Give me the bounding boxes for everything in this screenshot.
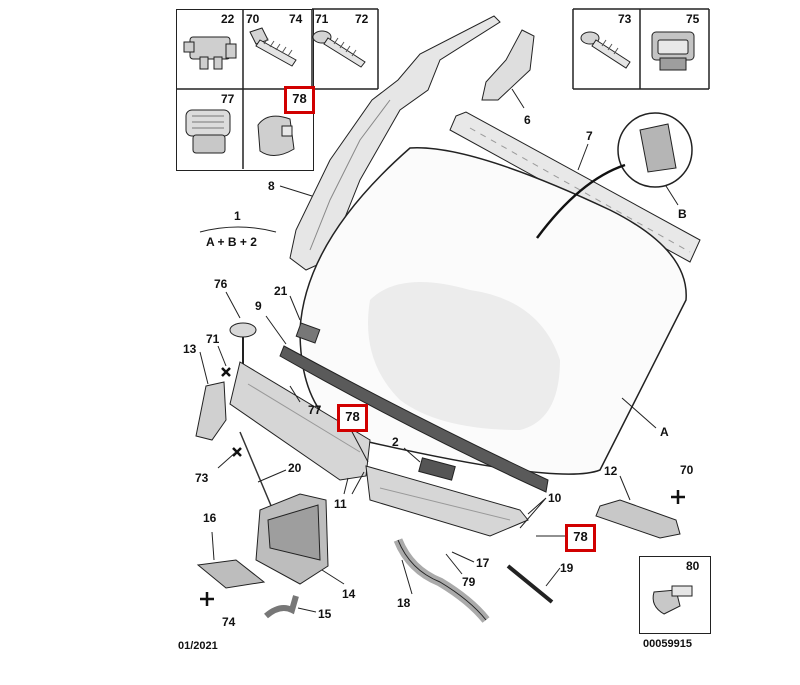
callout-17: 17 bbox=[476, 556, 490, 570]
callout-80: 80 bbox=[686, 559, 700, 573]
callout-76: 76 bbox=[214, 277, 228, 291]
pad-21 bbox=[295, 322, 321, 344]
callout-70b: 70 bbox=[680, 463, 694, 477]
footer-reference: 00059915 bbox=[643, 638, 692, 650]
callout-78a-highlight: 78 bbox=[284, 86, 315, 114]
callout-22: 22 bbox=[221, 12, 235, 26]
cap-76 bbox=[229, 322, 257, 370]
callout-2: 2 bbox=[392, 435, 399, 449]
clip-22-icon bbox=[183, 36, 237, 70]
seal-strip-9 bbox=[279, 345, 549, 493]
callout-A: A bbox=[660, 425, 669, 439]
callout-11: 11 bbox=[334, 497, 347, 511]
bracket-6 bbox=[481, 29, 535, 101]
callout-19: 19 bbox=[560, 561, 574, 575]
callout-B: B bbox=[678, 207, 687, 221]
callout-13: 13 bbox=[183, 342, 197, 356]
screw-73-icon bbox=[580, 31, 631, 69]
callout-78c-highlight: 78 bbox=[565, 524, 596, 552]
cowl-panel-right-10 bbox=[365, 465, 529, 537]
housing-14 bbox=[255, 493, 329, 585]
side-piece-13 bbox=[195, 381, 227, 441]
windshield-A bbox=[299, 147, 687, 475]
callout-12: 12 bbox=[604, 464, 618, 478]
callout-74a: 74 bbox=[289, 12, 303, 26]
callout-7: 7 bbox=[586, 129, 593, 143]
callout-71a: 71 bbox=[315, 12, 329, 26]
callout-10: 10 bbox=[548, 491, 562, 505]
callout-21: 21 bbox=[274, 284, 288, 298]
callout-75: 75 bbox=[686, 12, 700, 26]
callout-18: 18 bbox=[397, 596, 411, 610]
pillar-trim-8 bbox=[289, 15, 501, 271]
roof-strip-7 bbox=[449, 111, 701, 263]
callout-79: 79 bbox=[462, 575, 476, 589]
callout-73a: 73 bbox=[618, 12, 632, 26]
callout-6: 6 bbox=[524, 113, 531, 127]
clip-75-icon bbox=[651, 31, 695, 71]
bracket-2 bbox=[418, 457, 456, 481]
clip-80-icon bbox=[652, 585, 693, 615]
callout-77b: 77 bbox=[308, 403, 322, 417]
screw-74-icon bbox=[249, 27, 297, 67]
callout-1: 1 bbox=[234, 209, 241, 223]
callout-8: 8 bbox=[268, 179, 275, 193]
clip-77-icon bbox=[185, 109, 231, 154]
callout-20: 20 bbox=[288, 461, 302, 475]
hose-15 bbox=[264, 595, 299, 619]
callout-74b: 74 bbox=[222, 615, 236, 629]
leader-lines bbox=[199, 88, 679, 613]
detail-B bbox=[535, 112, 693, 239]
cap-78-icon bbox=[257, 115, 295, 156]
screw-72-icon bbox=[312, 30, 366, 68]
callout-71b: 71 bbox=[206, 332, 220, 346]
callout-72: 72 bbox=[355, 12, 369, 26]
rod-20 bbox=[239, 431, 273, 509]
callout-A-B-2: A + B + 2 bbox=[206, 235, 257, 249]
callout-16: 16 bbox=[203, 511, 217, 525]
cross-markers bbox=[200, 367, 685, 606]
callout-70a: 70 bbox=[246, 12, 260, 26]
callout-78b-highlight: 78 bbox=[337, 404, 368, 432]
strip-19 bbox=[506, 564, 554, 604]
callout-73b: 73 bbox=[195, 471, 209, 485]
callout-14: 14 bbox=[342, 587, 356, 601]
bracket-12 bbox=[595, 499, 681, 539]
filter-16 bbox=[196, 559, 266, 589]
callout-9: 9 bbox=[255, 299, 262, 313]
footer-date: 01/2021 bbox=[178, 640, 218, 652]
callout-15: 15 bbox=[318, 607, 332, 621]
callout-77a: 77 bbox=[221, 92, 235, 106]
